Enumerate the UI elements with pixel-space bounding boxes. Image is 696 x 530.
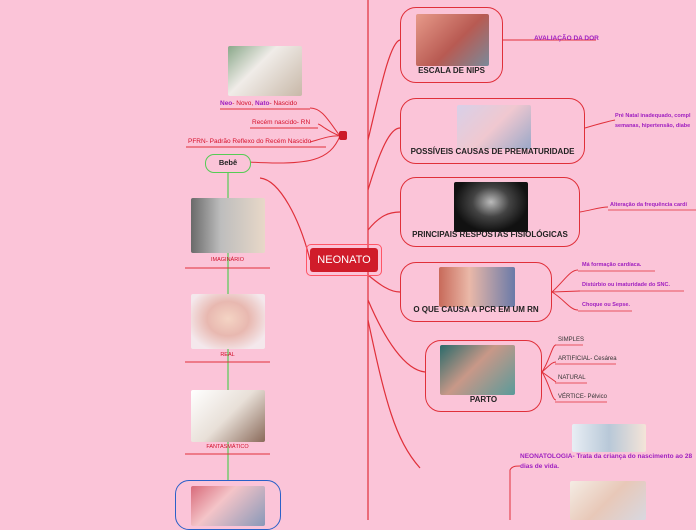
detail-prematuridade-2: semanas, hipertensão, diabe [615,123,691,129]
pfrn-label: PFRN- Padrão Reflexo do Recém Nascido [188,138,312,145]
detail-disturbio-snc: Distúrbio ou imaturidade do SNC. [582,282,671,288]
neonatologia-definition: NEONATOLOGIA- Trata da criança do nascim… [520,452,696,471]
collapse-toggle[interactable] [339,131,347,140]
newborn-crying-image [416,14,489,66]
sleeping-newborn-image [228,46,302,96]
topic-bottom-left[interactable] [175,480,281,530]
topic-bebe[interactable]: Bebê [205,154,251,173]
fantasmatic-baby-image [191,390,265,442]
central-topic[interactable]: NEONATO [306,244,382,276]
premature-baby-image [457,105,531,149]
topic-escala-nips[interactable]: ESCALA DE NIPS [400,7,503,83]
stage-fantasmatico: FANTASMÁTICO [206,444,249,450]
neonatologia-term: NEONATOLOGIA [520,453,573,460]
detail-natural: NATURAL [558,375,586,381]
baby-exam-image [572,424,646,452]
cpr-manikin-image [439,267,515,307]
childbirth-image [440,345,515,395]
stage-real: REAL [220,352,235,358]
neo-definition: Neo- Novo, Nato- Nascido [220,100,297,107]
imaginary-baby-image [191,198,265,253]
detail-vertice: VÉRTICE- Pélvico [558,394,607,400]
topic-title: POSSÍVEIS CAUSAS DE PREMATURIDADE [410,147,575,156]
topic-title: ESCALA DE NIPS [418,66,485,75]
detail-avaliacao-dor: AVALIAÇÃO DA DOR [534,35,599,42]
stage-imaginario: IMAGINÁRIO [210,257,244,263]
nato-meaning: - Nascido [269,100,297,107]
neonatologia-meaning: - Trata da criança do nascimento ao 28 d… [520,453,693,470]
incubator-baby-image [191,486,265,526]
neo-meaning: - Novo, [232,100,256,107]
detail-frequencia-cardiaca: Alteração da frequência cardí [610,202,688,208]
recem-nascido-label: Recém nascido- RN [252,119,311,126]
topic-title: O QUE CAUSA A PCR EM UM RN [413,305,539,314]
topic-respostas-fisiologicas[interactable]: PRINCIPAIS RESPOSTAS FISIOLÓGICAS [400,177,580,247]
detail-ma-formacao: Má formação cardíaca. [582,262,642,268]
detail-artificial: ARTIFICIAL- Cesárea [558,356,617,362]
doctor-consult-image [570,481,646,520]
topic-parto[interactable]: PARTO [425,340,542,412]
detail-simples: SIMPLES [558,337,585,343]
topic-causas-prematuridade[interactable]: POSSÍVEIS CAUSAS DE PREMATURIDADE [400,98,585,164]
topic-causa-pcr[interactable]: O QUE CAUSA A PCR EM UM RN [400,262,552,322]
topic-title: PARTO [469,395,498,404]
topic-title: PRINCIPAIS RESPOSTAS FISIOLÓGICAS [412,230,568,239]
detail-prematuridade-1: Pré Natal inadequado, compl [615,113,691,119]
nato-term: Nato [255,100,270,107]
detail-choque-sepse: Choque ou Sepse. [582,302,630,308]
neo-term: Neo [220,100,233,107]
real-baby-image [191,294,265,349]
ultrasound-image [454,182,528,232]
